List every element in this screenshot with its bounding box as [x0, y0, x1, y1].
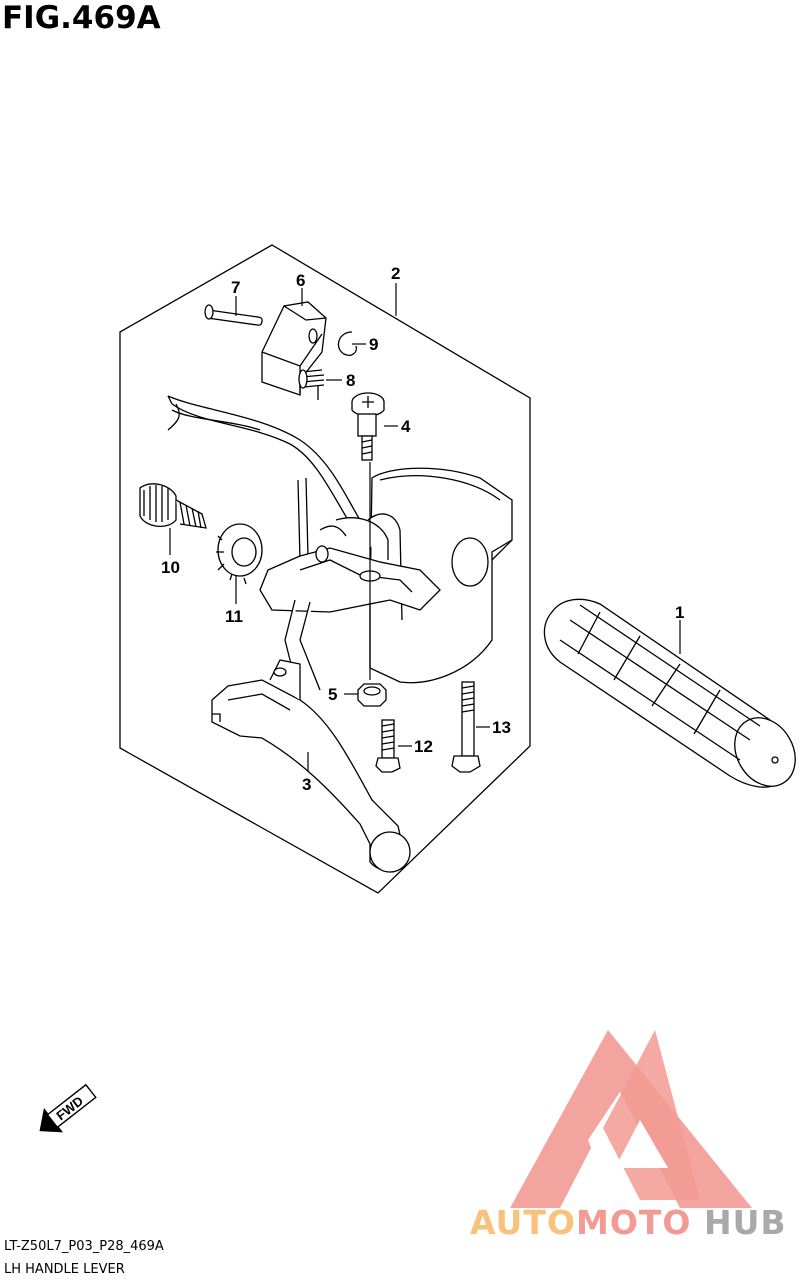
watermark-text-auto: AUTO [470, 1203, 576, 1242]
watermark-text-hub: HUB [704, 1203, 787, 1242]
drawing-caption: LH HANDLE LEVER [4, 1262, 125, 1277]
spring-part-8 [298, 369, 325, 400]
bolt-part-13 [451, 681, 481, 773]
callout-4: 4 [401, 417, 411, 436]
callout-2: 2 [391, 264, 400, 283]
bracket-part-6 [261, 301, 327, 396]
callout-7: 7 [231, 278, 240, 297]
bolt-part-4 [351, 392, 385, 461]
callout-1: 1 [675, 603, 684, 622]
callout-8: 8 [346, 371, 355, 390]
callout-10: 10 [161, 558, 180, 577]
nut-part-5 [357, 683, 387, 707]
fwd-arrow: FWD [39, 1083, 97, 1133]
assembly-outline [119, 244, 531, 894]
leader-lines [169, 283, 681, 772]
pin-part-7 [204, 304, 263, 326]
watermark-logo [510, 1030, 752, 1208]
lever-part-3 [211, 659, 411, 873]
lever-holder [259, 467, 513, 701]
callout-13: 13 [492, 718, 511, 737]
callout-numbers: 1 2 3 4 5 6 7 8 9 10 11 12 13 [161, 264, 684, 794]
drawing-code: LT-Z50L7_P03_P28_469A [4, 1239, 164, 1254]
adjuster-part-10 [139, 483, 207, 529]
watermark-text-moto: MOTO [576, 1203, 692, 1242]
callout-5: 5 [328, 685, 337, 704]
callout-12: 12 [414, 737, 433, 756]
callout-9: 9 [369, 335, 378, 354]
clutch-cable [167, 395, 361, 521]
clip-part-9 [337, 331, 358, 356]
figure-title: FIG.469A [2, 0, 161, 36]
callout-11: 11 [225, 607, 243, 626]
locknut-part-11 [216, 523, 263, 585]
screw-part-12 [375, 719, 401, 773]
grip-part-1 [543, 598, 796, 788]
callout-3: 3 [302, 775, 311, 794]
callout-6: 6 [296, 271, 305, 290]
